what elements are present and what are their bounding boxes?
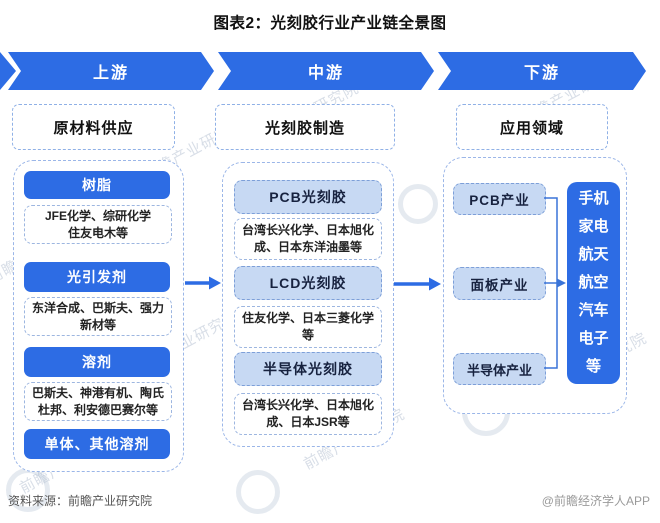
industry-label: 面板产业 xyxy=(470,277,529,293)
maker-line: 成、日本JSR等 xyxy=(266,415,350,429)
upstream-suppliers-photoinitiator: 东洋合成、巴斯夫、强力 新材等 xyxy=(24,297,172,336)
downstream-title-box: 应用领域 xyxy=(456,104,608,150)
midstream-category-semiconductor: 半导体光刻胶 xyxy=(234,352,382,386)
application-item: 家电 xyxy=(578,218,609,235)
category-label: 溶剂 xyxy=(82,354,112,370)
midstream-makers-lcd: 住友化学、日本三菱化学 等 xyxy=(234,306,382,348)
upstream-title: 原材料供应 xyxy=(53,119,134,137)
application-item: 航天 xyxy=(578,246,609,263)
downstream-applications-box: 手机 家电 航天 航空 汽车 电子 等 xyxy=(567,182,620,384)
stage-downstream: 下游 xyxy=(438,52,646,90)
upstream-category-photoinitiator: 光引发剂 xyxy=(24,262,170,292)
supplier-line: 住友电木等 xyxy=(67,225,128,240)
industry-label: PCB产业 xyxy=(469,193,530,208)
midstream-makers-pcb: 台湾长兴化学、日本旭化 成、日本东洋油墨等 xyxy=(234,218,382,260)
downstream-industry-panel: 面板产业 xyxy=(453,267,546,300)
upstream-suppliers-resin: JFE化学、综研化学 住友电木等 xyxy=(24,205,172,244)
midstream-category-pcb: PCB光刻胶 xyxy=(234,180,382,214)
midstream-title-box: 光刻胶制造 xyxy=(215,104,395,150)
midstream-title: 光刻胶制造 xyxy=(264,119,345,137)
midstream-category-lcd: LCD光刻胶 xyxy=(234,266,382,300)
application-item: 航空 xyxy=(578,274,609,291)
downstream-title: 应用领域 xyxy=(499,119,564,137)
application-item: 手机 xyxy=(578,190,609,207)
arrow-upstream-to-midstream xyxy=(185,276,221,290)
stage-upstream: 上游 xyxy=(8,52,214,90)
upstream-category-resin: 树脂 xyxy=(24,171,170,199)
supplier-line: 新材等 xyxy=(79,317,116,332)
category-label: 树脂 xyxy=(82,177,112,193)
upstream-suppliers-solvent: 巴斯夫、神港有机、陶氏 杜邦、利安德巴赛尔等 xyxy=(24,382,172,421)
watermark-logo-icon xyxy=(398,184,438,224)
stage-label: 中游 xyxy=(307,65,344,82)
category-label: 半导体光刻胶 xyxy=(263,361,353,377)
watermark-logo-icon xyxy=(236,470,280,514)
downstream-industry-pcb: PCB产业 xyxy=(453,183,546,215)
category-label: 光引发剂 xyxy=(67,269,127,285)
maker-line: 住友化学、日本三菱化学 xyxy=(241,311,374,326)
midstream-makers-semiconductor: 台湾长兴化学、日本旭化 成、日本JSR等 xyxy=(234,393,382,435)
industry-label: 半导体产业 xyxy=(466,362,532,378)
category-label: LCD光刻胶 xyxy=(269,275,347,291)
maker-line: 台湾长兴化学、日本旭化 xyxy=(241,223,374,238)
upstream-category-solvent: 溶剂 xyxy=(24,347,170,377)
supplier-line: JFE化学、综研化学 xyxy=(44,208,151,223)
page-title: 图表2：光刻胶行业产业链全景图 xyxy=(213,15,447,32)
stage-midstream: 中游 xyxy=(218,52,434,90)
application-item: 汽车 xyxy=(578,302,609,319)
arrow-midstream-to-downstream xyxy=(394,277,441,291)
upstream-category-monomer: 单体、其他溶剂 xyxy=(24,429,170,459)
maker-line: 等 xyxy=(301,328,314,342)
category-label: 单体、其他溶剂 xyxy=(44,436,150,452)
downstream-industry-semiconductor: 半导体产业 xyxy=(453,353,546,385)
maker-line: 台湾长兴化学、日本旭化 xyxy=(241,398,374,413)
credit-note: @前瞻经济学人APP xyxy=(541,494,650,508)
supplier-line: 杜邦、利安德巴赛尔等 xyxy=(37,402,158,417)
stage-label: 下游 xyxy=(523,65,560,82)
supplier-line: 东洋合成、巴斯夫、强力 xyxy=(31,300,164,315)
upstream-title-box: 原材料供应 xyxy=(12,104,175,150)
maker-line: 成、日本东洋油墨等 xyxy=(253,240,362,254)
stage-label: 上游 xyxy=(92,65,129,82)
category-label: PCB光刻胶 xyxy=(269,189,347,205)
application-item: 电子 xyxy=(578,330,609,347)
supplier-line: 巴斯夫、神港有机、陶氏 xyxy=(31,385,164,400)
source-note: 资料来源：前瞻产业研究院 xyxy=(8,494,153,508)
application-item: 等 xyxy=(585,358,601,375)
